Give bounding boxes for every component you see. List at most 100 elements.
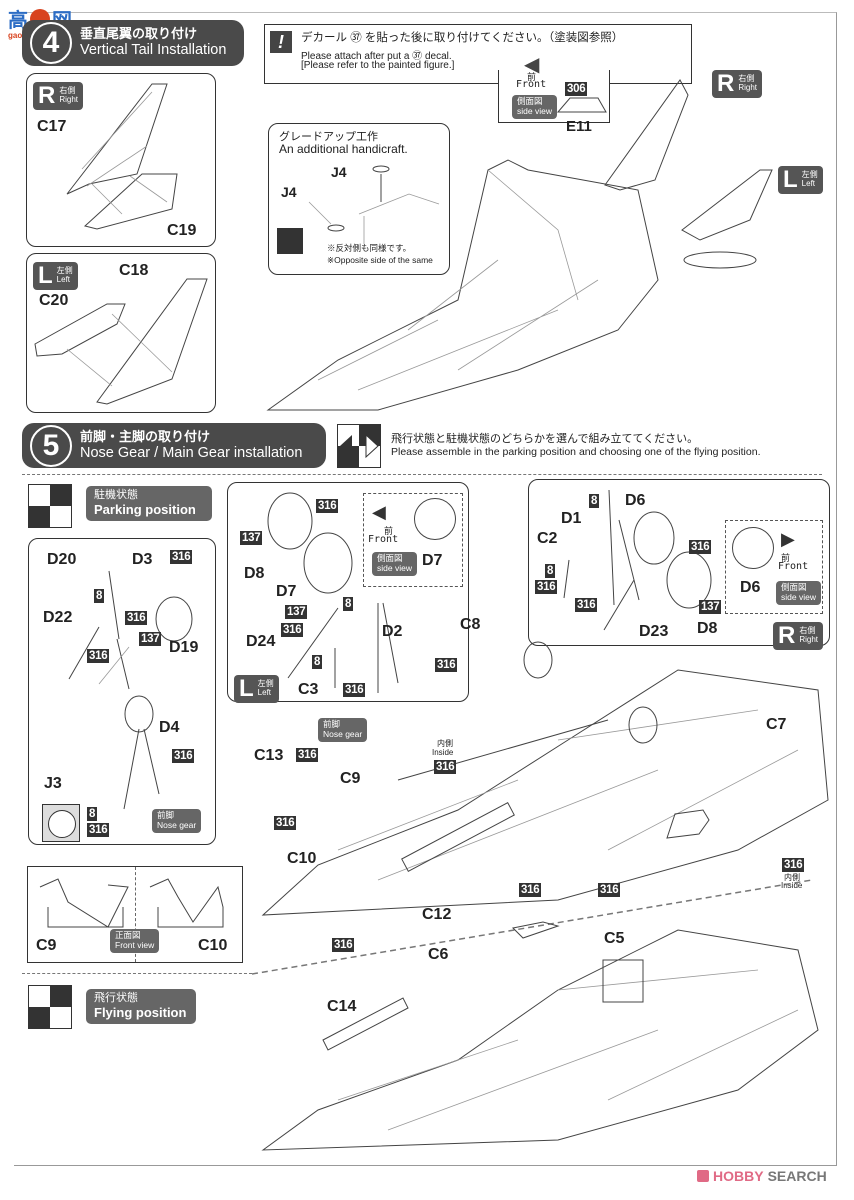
aircraft-parking-drawing bbox=[261, 641, 829, 916]
aircraft-top-drawing bbox=[266, 159, 659, 411]
side-view-en: side view bbox=[781, 591, 816, 602]
paint-137: 137 bbox=[240, 531, 263, 545]
front-view-divider bbox=[135, 867, 136, 962]
part-label-c20: C20 bbox=[39, 292, 69, 309]
part-label-c19: C19 bbox=[167, 222, 197, 239]
side-view-jp: 側面図 bbox=[377, 553, 403, 563]
paint-316: 316 bbox=[281, 623, 304, 637]
tail-right-drawing bbox=[604, 79, 689, 191]
paint-316: 316 bbox=[170, 550, 193, 564]
part-label-c14: C14 bbox=[327, 998, 357, 1015]
part-label-c8: C8 bbox=[460, 616, 481, 633]
decal-note-box: ! デカール ㊲ を貼った後に取り付けてください。（塗装図参照） Please … bbox=[264, 24, 692, 84]
part-label-d24: D24 bbox=[246, 633, 276, 650]
paint-8: 8 bbox=[94, 589, 105, 603]
opposite-note-en: ※Opposite side of the same bbox=[327, 255, 433, 265]
front-en: Front bbox=[516, 79, 547, 90]
paint-316: 316 bbox=[434, 760, 457, 774]
part-label-d22: D22 bbox=[43, 609, 73, 626]
choice-arrow-icon bbox=[337, 424, 381, 468]
side-jp: 左側 bbox=[801, 170, 818, 180]
parking-choice-icon bbox=[28, 484, 72, 528]
side-en: Left bbox=[56, 275, 71, 284]
paint-8: 8 bbox=[87, 807, 98, 821]
front-view-jp: 正面図 bbox=[115, 930, 141, 940]
side-letter: R bbox=[38, 82, 56, 109]
side-letter: R bbox=[778, 622, 796, 649]
part-label-c10: C10 bbox=[198, 937, 228, 954]
part-label-c12: C12 bbox=[422, 906, 452, 923]
parking-jp: 駐機状態 bbox=[94, 489, 138, 501]
paint-316: 316 bbox=[87, 649, 110, 663]
paint-316: 316 bbox=[598, 883, 621, 897]
flying-jp: 飛行状態 bbox=[94, 992, 138, 1004]
part-label-j4-left: J4 bbox=[281, 184, 297, 200]
step4-number: 4 bbox=[30, 22, 72, 64]
opposite-note-jp: ※反対側も同様です。 bbox=[327, 243, 412, 253]
part-label-c17: C17 bbox=[37, 118, 67, 135]
aircraft-flying-drawing bbox=[261, 921, 819, 1151]
part-label-d6: D6 bbox=[740, 579, 761, 596]
side-jp: 右側 bbox=[799, 626, 816, 636]
paint-316: 316 bbox=[575, 598, 598, 612]
side-view-jp: 側面図 bbox=[517, 96, 543, 106]
tail-c18-c20-drawing bbox=[34, 278, 208, 405]
front-arrow-icon: ◀ bbox=[372, 502, 386, 522]
flying-en: Flying position bbox=[94, 1005, 187, 1021]
part-label-d3: D3 bbox=[132, 551, 153, 568]
front-jp: 前 bbox=[384, 526, 394, 536]
front-jp: 前 bbox=[527, 72, 537, 82]
paint-306: 306 bbox=[565, 82, 588, 96]
paint-316: 316 bbox=[343, 683, 366, 697]
diagonal-divider bbox=[251, 879, 813, 975]
part-label-e11: E11 bbox=[566, 118, 592, 135]
step4-title-jp: 垂直尾翼の取り付け bbox=[80, 26, 198, 42]
choice-note-jp: 飛行状態と駐機状態のどちらかを選んで組み立ててください。 bbox=[391, 433, 699, 445]
page-border bbox=[14, 12, 837, 1166]
decal-note-jp: デカール ㊲ を貼った後に取り付けてください。（塗装図参照） bbox=[301, 32, 624, 44]
part-label-d7: D7 bbox=[422, 552, 443, 569]
paint-316: 316 bbox=[435, 658, 458, 672]
front-jp: 前 bbox=[781, 553, 791, 563]
step5-number: 5 bbox=[30, 424, 72, 467]
inside-label-en: Inside bbox=[781, 881, 803, 890]
parking-position-tag: 駐機状態 Parking position bbox=[86, 486, 212, 521]
part-label-c7: C7 bbox=[766, 716, 787, 733]
inside-label-jp: 内側 bbox=[784, 873, 800, 882]
paint-316: 316 bbox=[316, 499, 339, 513]
paint-8: 8 bbox=[312, 655, 323, 669]
part-label-c10: C10 bbox=[287, 850, 317, 867]
paint-316: 316 bbox=[332, 938, 355, 952]
part-label-j4-top: J4 bbox=[331, 164, 347, 180]
inside-label-en: Inside bbox=[432, 748, 454, 757]
e11-part-drawing bbox=[556, 97, 607, 113]
upgrade-note-box: グレードアップ工作 An additional handicraft. J4 J… bbox=[268, 123, 450, 275]
paint-316: 316 bbox=[172, 749, 195, 763]
part-label-c9: C9 bbox=[36, 937, 57, 954]
side-en: Left bbox=[801, 179, 816, 188]
part-label-c3: C3 bbox=[298, 681, 319, 698]
front-en: Front bbox=[778, 561, 809, 572]
side-view-en: side view bbox=[517, 105, 552, 116]
nose-gear-en: Nose gear bbox=[157, 819, 197, 830]
nose-gear-drawing bbox=[68, 570, 193, 810]
step4-header: 4 垂直尾翼の取り付け Vertical Tail Installation bbox=[22, 20, 244, 66]
upgrade-title-en: An additional handicraft. bbox=[279, 142, 408, 156]
decal-note-en2: [Please refer to the painted figure.] bbox=[301, 60, 455, 71]
paint-316: 316 bbox=[296, 748, 319, 762]
paint-316: 316 bbox=[519, 883, 542, 897]
swatch-circle bbox=[48, 810, 76, 838]
step4-title-en: Vertical Tail Installation bbox=[80, 42, 227, 59]
part-label-c2: C2 bbox=[537, 530, 558, 547]
part-label-d6: D6 bbox=[625, 492, 646, 509]
tail-c17-c19-drawing bbox=[66, 83, 178, 230]
